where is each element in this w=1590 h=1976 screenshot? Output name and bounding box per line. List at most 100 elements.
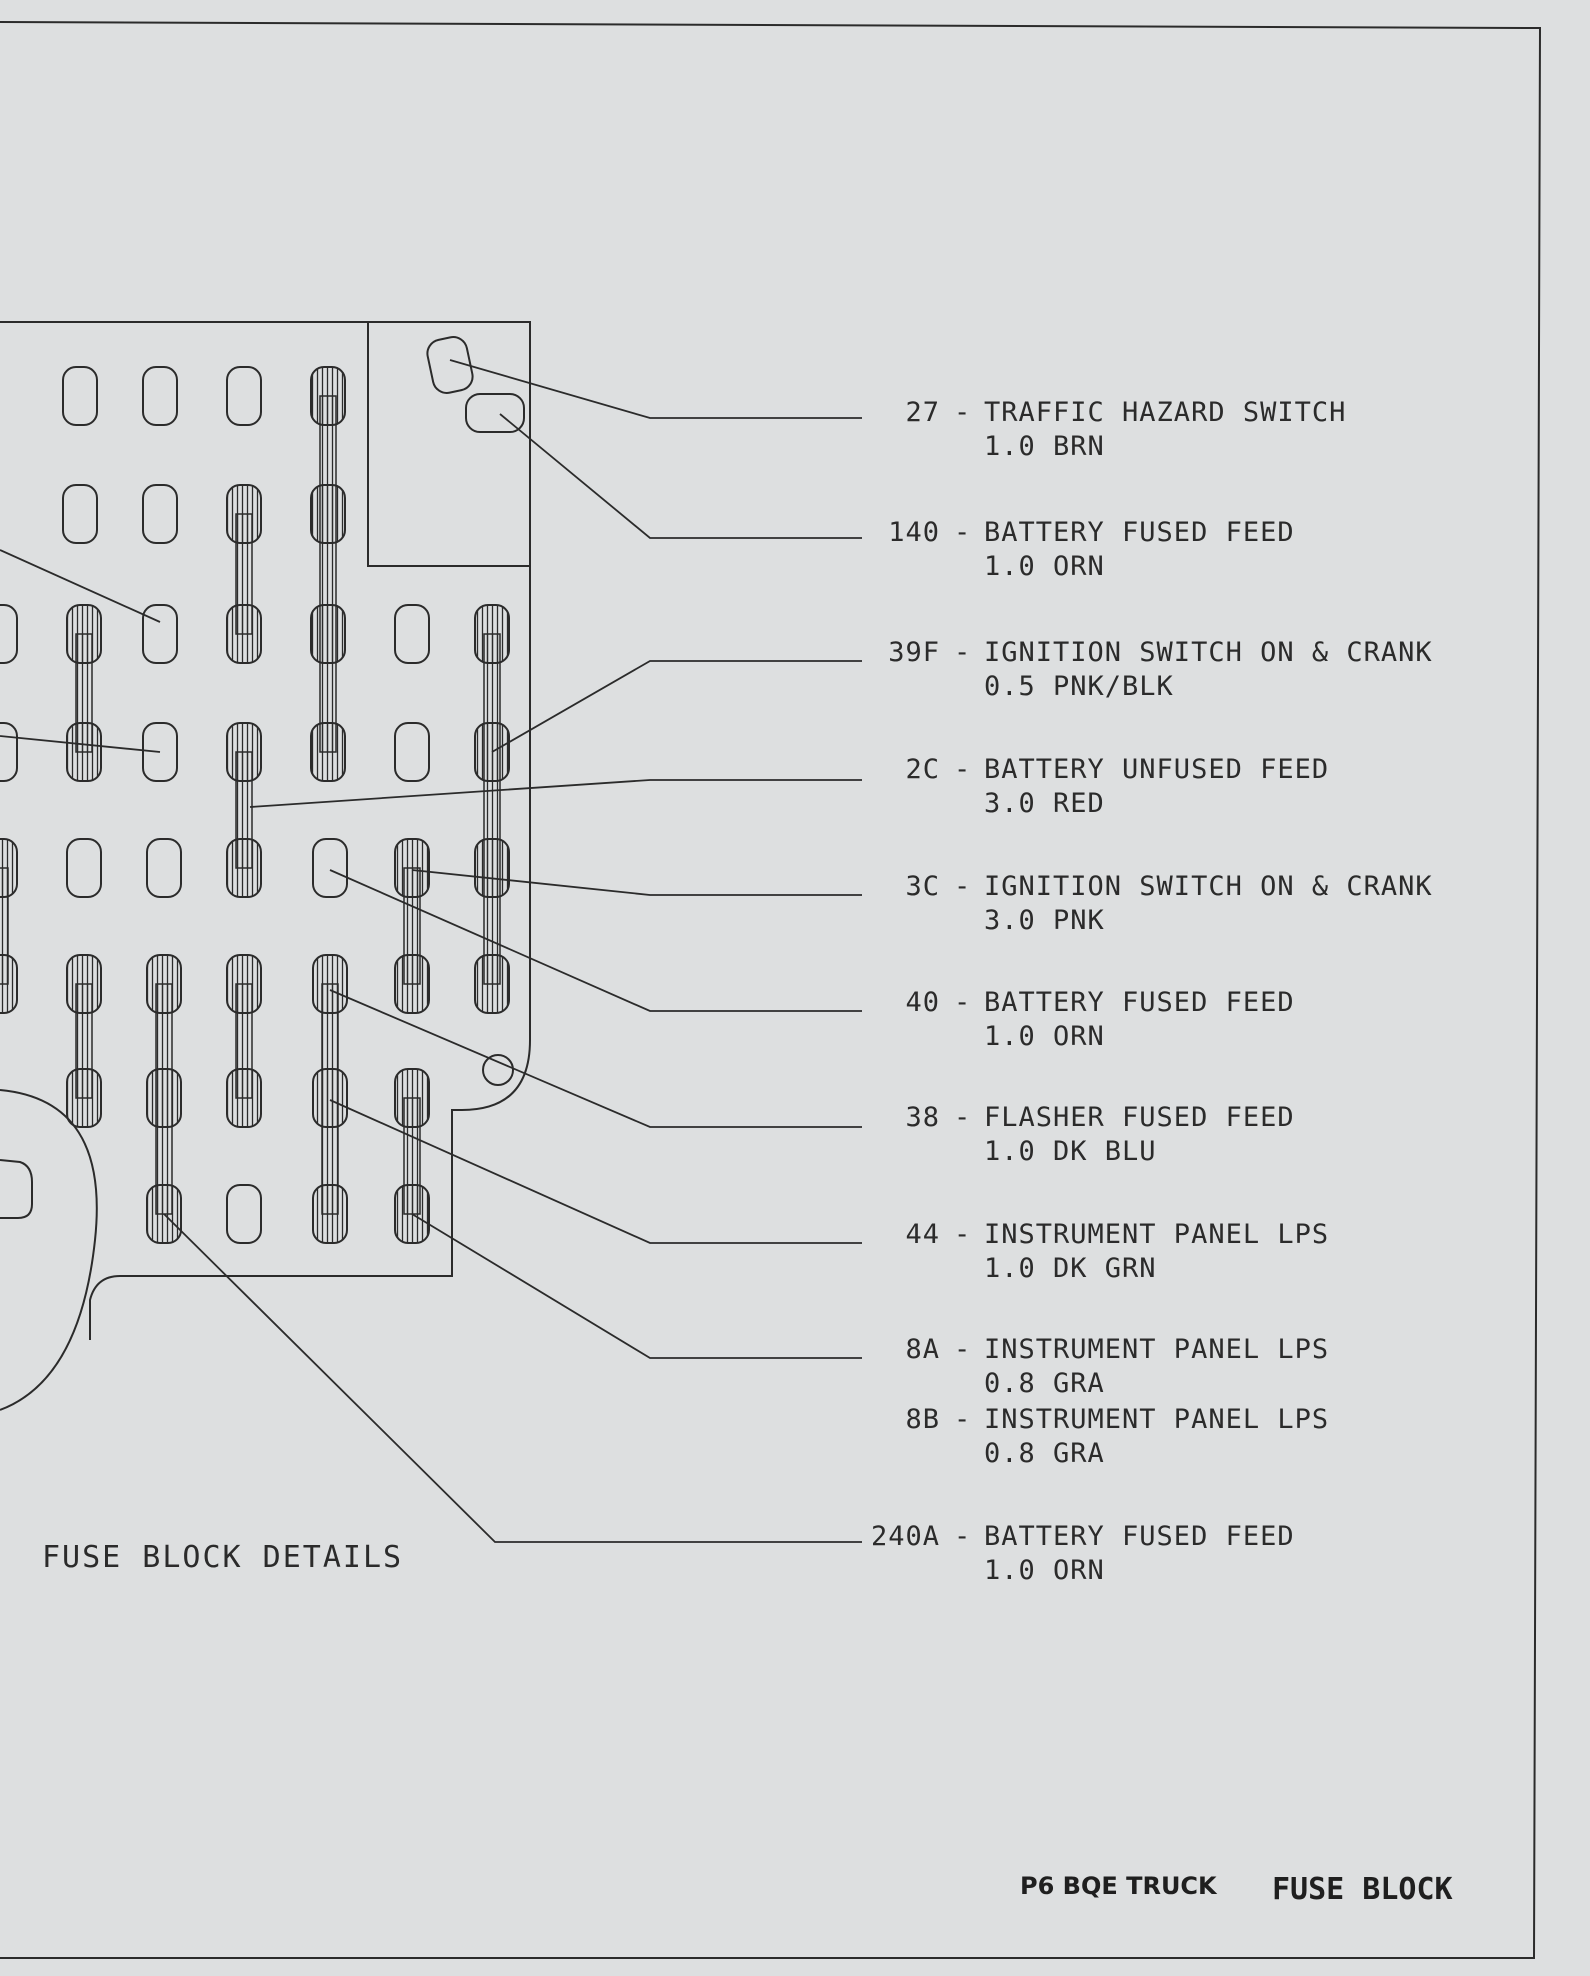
fuse-terminal — [226, 484, 262, 544]
fuse-terminal — [142, 604, 178, 664]
fuse-terminal — [226, 954, 262, 1014]
circuit-description: INSTRUMENT PANEL LPS — [984, 1334, 1330, 1365]
fuse-terminal — [66, 722, 102, 782]
label-dash: - — [954, 1219, 972, 1250]
fuse-terminal — [310, 484, 346, 544]
wire-size-color: 3.0 PNK — [984, 905, 1105, 936]
fuse-terminal — [0, 722, 18, 782]
battery-feed-terminal — [465, 393, 525, 433]
fuse-terminal — [312, 954, 348, 1014]
circuit-description: FLASHER FUSED FEED — [984, 1102, 1295, 1133]
wire-size-color: 1.0 BRN — [984, 431, 1105, 462]
leader-line — [411, 869, 862, 896]
leader-line — [411, 1213, 862, 1359]
label-dash: - — [954, 987, 972, 1018]
circuit-description: BATTERY UNFUSED FEED — [984, 754, 1330, 785]
label-dash: - — [954, 754, 972, 785]
bus-bar — [0, 867, 9, 985]
leader-lines — [0, 359, 862, 1543]
circuit-number: 38 — [905, 1102, 940, 1133]
fuse-terminal — [0, 954, 18, 1014]
bus-bar — [483, 633, 501, 985]
fuse-terminal — [226, 722, 262, 782]
leader-line — [499, 413, 862, 539]
fuse-terminal — [62, 366, 98, 426]
fuse-terminal — [474, 838, 510, 898]
leader-line — [329, 869, 862, 1012]
fuse-terminal — [146, 838, 182, 898]
circuit-description: BATTERY FUSED FEED — [984, 1521, 1295, 1552]
circuit-number: 44 — [905, 1219, 940, 1250]
circuit-description: IGNITION SWITCH ON & CRANK — [984, 637, 1433, 668]
wire-size-color: 1.0 DK BLU — [984, 1136, 1157, 1167]
circuit-description: INSTRUMENT PANEL LPS — [984, 1404, 1330, 1435]
fuse-terminal — [0, 604, 18, 664]
circuit-description: TRAFFIC HAZARD SWITCH — [984, 397, 1347, 428]
fuse-terminal — [146, 1068, 182, 1128]
circuit-number: 27 — [905, 397, 940, 428]
label-dash: - — [954, 871, 972, 902]
fuse-terminal — [226, 604, 262, 664]
fuse-terminal — [394, 722, 430, 782]
circuit-number: 8B — [905, 1404, 940, 1435]
wire-size-color: 0.5 PNK/BLK — [984, 671, 1174, 702]
fuse-terminal — [0, 838, 18, 898]
fuse-terminal — [66, 954, 102, 1014]
fuse-terminal — [142, 722, 178, 782]
label-dash: - — [954, 1521, 972, 1552]
circuit-description: BATTERY FUSED FEED — [984, 517, 1295, 548]
wire-size-color: 0.8 GRA — [984, 1368, 1105, 1399]
fuse-terminal — [146, 954, 182, 1014]
circuit-description: INSTRUMENT PANEL LPS — [984, 1219, 1330, 1250]
circuit-number: 39F — [888, 637, 940, 668]
fuse-terminal — [394, 1068, 430, 1128]
fuse-group — [0, 336, 525, 1244]
label-dash: - — [954, 397, 972, 428]
diagram-caption: FUSE BLOCK DETAILS — [42, 1540, 404, 1575]
leader-line — [163, 1213, 862, 1543]
bus-bar — [319, 395, 337, 753]
vehicle-label: P6 BQE TRUCK — [1020, 1872, 1217, 1900]
fuse-terminal — [66, 604, 102, 664]
fuse-terminal — [142, 366, 178, 426]
fuse-terminal — [62, 484, 98, 544]
relay-pocket-outline-right — [368, 321, 531, 566]
label-dash: - — [954, 517, 972, 548]
fuse-terminal — [394, 604, 430, 664]
fuse-terminal — [66, 1068, 102, 1128]
fuse-terminal — [310, 722, 346, 782]
fuse-terminal — [66, 838, 102, 898]
leader-line — [0, 549, 161, 623]
circuit-number: 40 — [905, 987, 940, 1018]
mounting-hole — [482, 1054, 514, 1086]
fuse-terminal — [310, 366, 346, 426]
sheet-border — [0, 21, 1542, 1959]
wire-size-color: 0.8 GRA — [984, 1438, 1105, 1469]
wire-size-color: 1.0 DK GRN — [984, 1253, 1157, 1284]
round-connector-outline — [0, 1089, 98, 1411]
wire-size-color: 1.0 ORN — [984, 1021, 1105, 1052]
label-dash: - — [954, 637, 972, 668]
leader-line — [0, 735, 161, 753]
circuit-number: 240A — [870, 1521, 940, 1552]
fuse-terminal — [226, 1184, 262, 1244]
circuit-number: 140 — [888, 517, 940, 548]
fuse-terminal — [310, 604, 346, 664]
leader-line — [329, 989, 862, 1128]
sheet-title: FUSE BLOCK — [1272, 1872, 1453, 1907]
label-dash: - — [954, 1334, 972, 1365]
leader-line — [329, 1099, 862, 1244]
fuse-block-outline — [0, 321, 531, 1340]
circuit-number: 8A — [905, 1334, 940, 1365]
round-connector-pin — [0, 1159, 33, 1219]
fuse-terminal — [474, 604, 510, 664]
